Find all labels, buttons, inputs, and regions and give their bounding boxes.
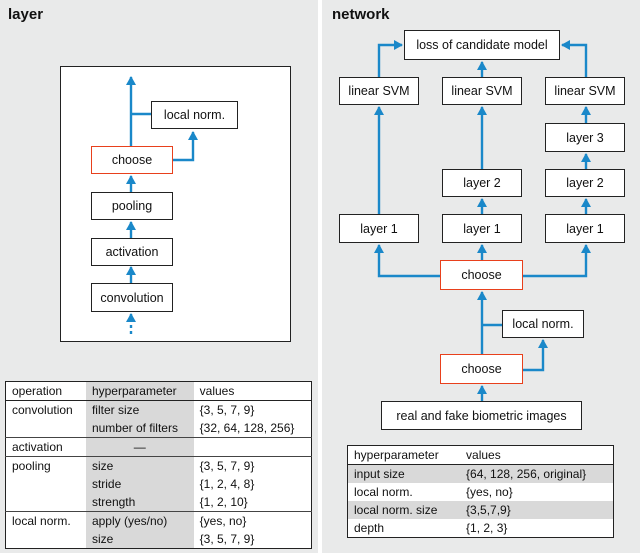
arrow-choose-norm — [173, 131, 198, 162]
table-row: size {3, 5, 7, 9} — [6, 530, 312, 549]
table-row: local norm. apply (yes/no) {yes, no} — [5, 511, 312, 530]
cell — [6, 419, 86, 438]
arrow-choose-l1a — [374, 244, 440, 278]
cell: {1, 2, 10} — [199, 495, 248, 509]
cell: {1, 2, 3} — [466, 521, 508, 535]
cell — [6, 475, 86, 493]
cell: {yes, no} — [193, 511, 312, 530]
arrow-svm1-loss — [377, 40, 403, 77]
cell: {64, 128, 256, original} — [460, 464, 614, 483]
cell: convolution — [12, 403, 73, 417]
layer3-box: layer 3 — [545, 123, 625, 152]
table-row: pooling size {3, 5, 7, 9} — [5, 456, 312, 475]
cell: apply (yes/no) — [85, 511, 194, 530]
arrow-svm3-loss — [561, 40, 588, 77]
table-header-row: operation hyperparameter values — [5, 381, 312, 401]
table-row: input size {64, 128, 256, original} — [347, 464, 614, 483]
table-row: number of filters {32, 64, 128, 256} — [6, 419, 312, 438]
table-row: local norm. {yes, no} — [348, 483, 614, 501]
choose-top-box: choose — [440, 260, 523, 290]
arrow-choose-l1c — [523, 244, 591, 278]
arrow-choose-norm-net — [523, 339, 548, 372]
convolution-box: convolution — [91, 283, 173, 312]
layer2-box-b: layer 2 — [545, 169, 625, 197]
cell: local norm. — [354, 485, 413, 499]
table-row: strength {1, 2, 10} — [6, 493, 312, 512]
choose-box: choose — [91, 146, 173, 174]
cell: {3, 5, 7, 9} — [199, 403, 255, 417]
cell — [6, 493, 86, 512]
cell: input size — [347, 464, 461, 483]
cell: pooling — [5, 456, 86, 475]
table-row: depth {1, 2, 3} — [348, 519, 614, 538]
col-operation: operation — [5, 381, 86, 401]
layer1-box-c: layer 1 — [545, 214, 625, 243]
network-title: network — [332, 6, 390, 23]
svm-box-3: linear SVM — [545, 77, 625, 105]
table-row: stride {1, 2, 4, 8} — [6, 475, 312, 493]
cell: size — [85, 530, 194, 549]
cell: — — [85, 437, 194, 457]
cell — [193, 437, 312, 457]
cell: filter size — [85, 400, 194, 419]
layer-title: layer — [8, 6, 44, 23]
local-norm-net-box: local norm. — [502, 310, 584, 338]
network-hyperparameter-table: hyperparameter values input size {64, 12… — [347, 445, 614, 538]
layer-hyperparameter-table: operation hyperparameter values convolut… — [5, 381, 312, 549]
cell: stride — [85, 475, 194, 493]
cell: {3, 5, 7, 9} — [193, 456, 312, 475]
images-box: real and fake biometric images — [381, 401, 582, 430]
cell: {3,5,7,9} — [460, 501, 614, 519]
cell: activation — [5, 437, 86, 457]
layer1-box-b: layer 1 — [442, 214, 522, 243]
cell — [6, 530, 86, 549]
cell: {1, 2, 4, 8} — [199, 477, 255, 491]
table-row: activation — — [5, 437, 312, 457]
pooling-box: pooling — [91, 192, 173, 220]
layer2-box-a: layer 2 — [442, 169, 522, 197]
cell: number of filters — [85, 419, 194, 438]
loss-box: loss of candidate model — [404, 30, 560, 60]
layer1-box-a: layer 1 — [339, 214, 419, 243]
table-row: convolution filter size {3, 5, 7, 9} — [6, 400, 312, 419]
cell: local norm. — [5, 511, 86, 530]
cell: local norm. size — [347, 501, 461, 519]
table-row: local norm. size {3,5,7,9} — [347, 501, 614, 519]
col-values: values — [460, 445, 614, 465]
cell: strength — [85, 493, 194, 512]
svm-box-1: linear SVM — [339, 77, 419, 105]
cell: {3, 5, 7, 9} — [199, 532, 255, 546]
col-hyperparameter: hyperparameter — [347, 445, 461, 465]
cell: size — [85, 456, 194, 475]
svm-box-2: linear SVM — [442, 77, 522, 105]
cell: {32, 64, 128, 256} — [199, 421, 295, 435]
col-values: values — [193, 381, 312, 401]
choose-bottom-box: choose — [440, 354, 523, 384]
cell: {yes, no} — [466, 485, 513, 499]
cell: depth — [354, 521, 385, 535]
table-header-row: hyperparameter values — [347, 445, 614, 465]
col-hyperparameter: hyperparameter — [85, 381, 194, 401]
local-norm-box: local norm. — [151, 101, 238, 129]
activation-box: activation — [91, 238, 173, 266]
